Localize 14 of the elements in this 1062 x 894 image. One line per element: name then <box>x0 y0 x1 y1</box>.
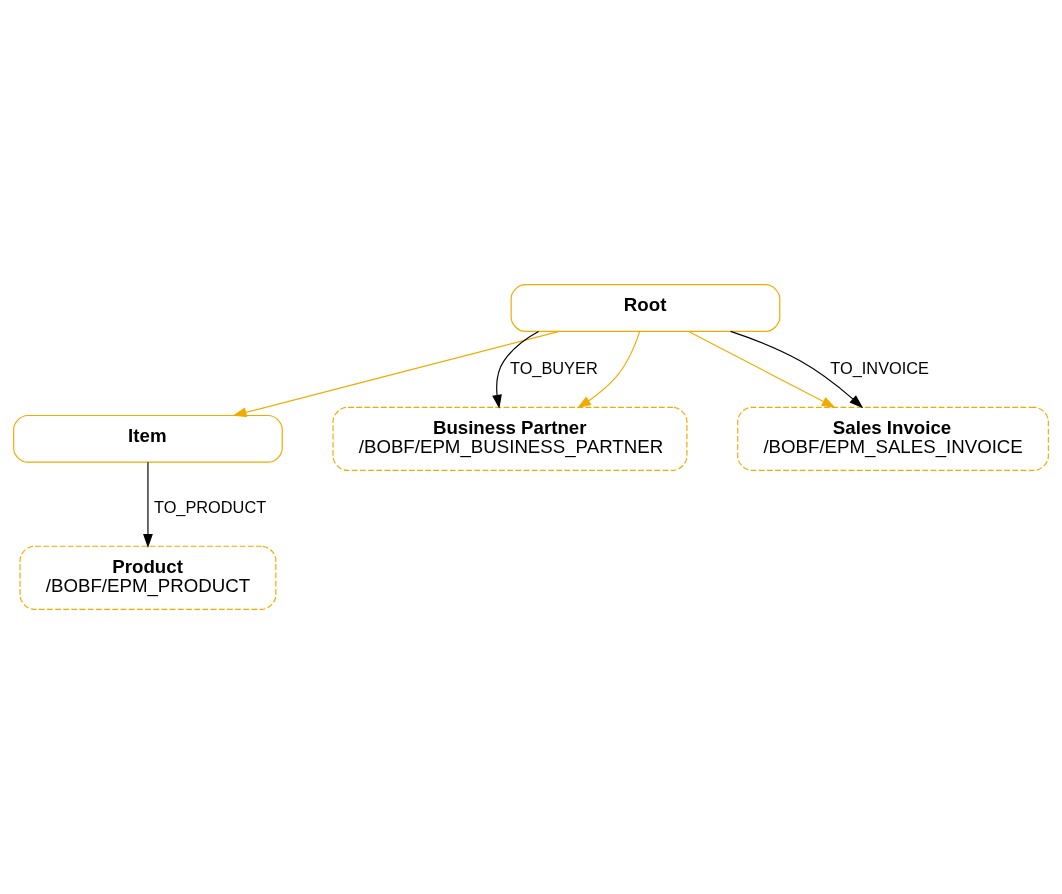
arrow <box>577 330 641 409</box>
node-box: Item <box>13 414 283 463</box>
node-box: Product /BOBF/EPM_PRODUCT <box>19 545 277 610</box>
edge-label: TO_PRODUCT <box>153 497 266 516</box>
arrow <box>688 331 836 408</box>
edge-label: TO_INVOICE <box>830 358 929 377</box>
arrow <box>492 330 540 409</box>
node-box: Root <box>510 284 781 332</box>
arrow <box>143 461 153 548</box>
node-box: Business Partner /BOBF/EPM_BUSINESS_PARTNER <box>332 406 688 471</box>
arrow <box>232 330 560 418</box>
arrow <box>730 330 864 409</box>
edge-label: TO_BUYER <box>509 358 598 377</box>
node-box: Sales Invoice /BOBF/EPM_SALES_INVOICE <box>737 406 1049 471</box>
